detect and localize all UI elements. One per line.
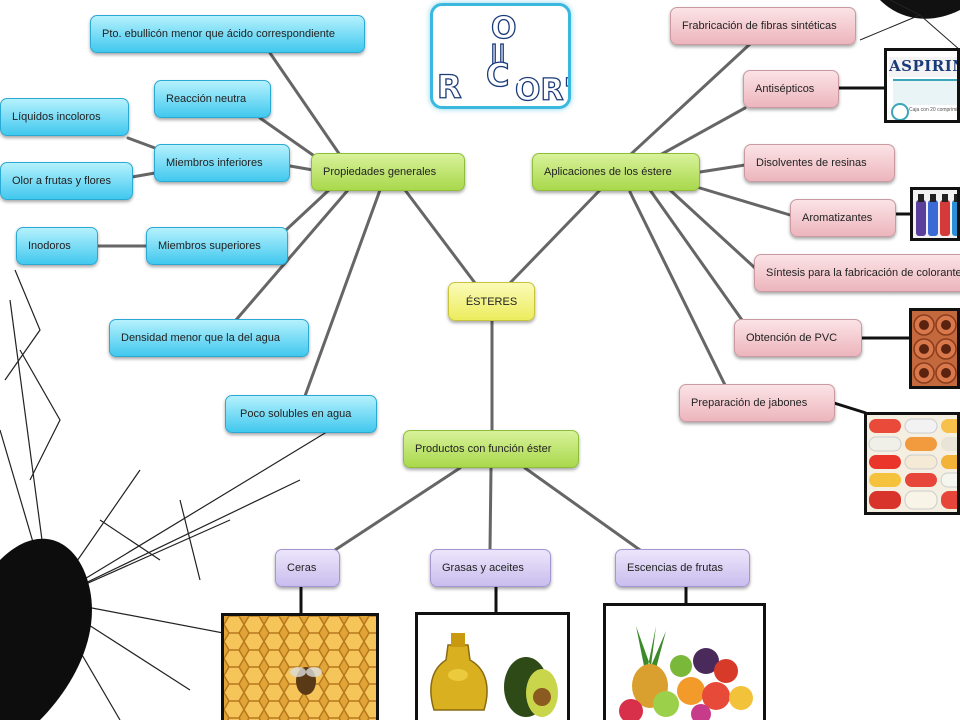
soaps-image <box>864 412 960 515</box>
node-propiedades-generales[interactable]: Propiedades generales <box>311 153 465 191</box>
aspirin-box-image: ASPIRINA Caja con 20 comprimidos <box>884 48 960 123</box>
node-antisepticos[interactable]: Antisépticos <box>743 70 839 108</box>
ester-formula-image: O || R C OR' <box>430 3 573 109</box>
node-aplicaciones[interactable]: Aplicaciones de los éstere <box>532 153 700 191</box>
node-ceras[interactable]: Ceras <box>275 549 340 587</box>
oil-avocado-image <box>415 612 570 720</box>
node-poco-solubles[interactable]: Poco solubles en agua <box>225 395 377 433</box>
node-densidad-menor[interactable]: Densidad menor que la del agua <box>109 319 309 357</box>
node-preparacion-jabones[interactable]: Preparación de jabones <box>679 384 835 422</box>
node-liquidos-incoloros[interactable]: Líquidos incoloros <box>0 98 129 136</box>
node-escencias-frutas[interactable]: Escencias de frutas <box>615 549 750 587</box>
honeycomb-bee-image <box>221 613 379 720</box>
node-productos-funcion-ester[interactable]: Productos con función éster <box>403 430 579 468</box>
node-obtencion-pvc[interactable]: Obtención de PVC <box>734 319 862 357</box>
formula-carbon: C <box>486 56 509 94</box>
fruits-image <box>603 603 766 720</box>
node-aromatizantes[interactable]: Aromatizantes <box>790 199 896 237</box>
node-miembros-superiores[interactable]: Miembros superiores <box>146 227 288 265</box>
formula-double-bond: || <box>490 42 506 67</box>
formula-r: R <box>437 68 462 106</box>
aspirin-small-text: Caja con 20 comprimidos <box>909 107 960 113</box>
center-node-esteres[interactable]: ÉSTERES <box>448 282 535 321</box>
pvc-pipes-image <box>909 308 960 389</box>
formula-oxygen: O <box>491 11 517 46</box>
formula-or-prime: OR' <box>515 73 568 106</box>
node-reaccion-neutra[interactable]: Reacción neutra <box>154 80 271 118</box>
node-disolventes-resinas[interactable]: Disolventes de resinas <box>744 144 895 182</box>
node-miembros-inferiores[interactable]: Miembros inferiores <box>154 144 290 182</box>
node-olor-frutas-flores[interactable]: Olor a frutas y flores <box>0 162 133 200</box>
ester-formula-svg: O || R C OR' <box>436 10 573 108</box>
node-fibras-sinteticas[interactable]: Frabricación de fibras sintéticas <box>670 7 856 45</box>
node-grasas-aceites[interactable]: Grasas y aceites <box>430 549 551 587</box>
aspirin-logo-text: ASPIRINA <box>889 57 957 77</box>
bayer-cross-icon <box>891 103 909 120</box>
node-punto-ebullicion[interactable]: Pto. ebullicón menor que ácido correspon… <box>90 15 365 53</box>
aromatizantes-bottles-image <box>910 187 960 241</box>
node-sintesis-colorantes[interactable]: Síntesis para la fabricación de colorant… <box>754 254 960 292</box>
node-inodoros[interactable]: Inodoros <box>16 227 98 265</box>
